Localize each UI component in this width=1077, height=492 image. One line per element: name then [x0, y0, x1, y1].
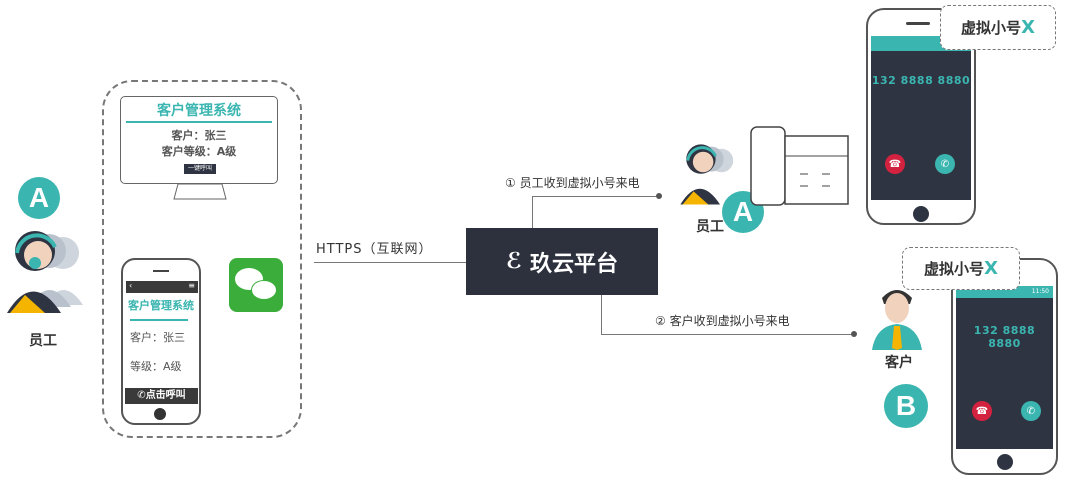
back-icon[interactable]: ‹	[129, 281, 133, 290]
customer-badge: B	[884, 384, 928, 428]
mobile-nav-bar: ‹≡	[126, 281, 198, 293]
platform-logo-icon: ℰ	[505, 249, 523, 274]
decline-button[interactable]: ☎	[885, 154, 905, 174]
customer-phone: 11:50 132 8888 8880 ☎ ✆	[951, 258, 1058, 475]
mobile-phone-crm: ‹≡ 客户管理系统 客户：张三 等级：A级 ✆点击呼叫	[121, 258, 201, 425]
agent-headset-icon	[680, 144, 734, 205]
one-click-call-button[interactable]: 一键呼叫	[184, 164, 216, 174]
employee-label: 员工	[29, 333, 57, 349]
customer-avatar-icon	[872, 290, 922, 350]
incoming-number-customer: 132 8888 8880	[973, 324, 1036, 350]
customer-label: 客户	[885, 355, 913, 371]
monitor-stand	[173, 183, 227, 200]
wechat-icon	[229, 258, 283, 312]
mobile-crm-level: 等级：A级	[130, 360, 182, 373]
incoming-number: 132 8888 8880	[871, 74, 971, 87]
crm-level: 客户等级：A级	[161, 145, 237, 158]
employee-badge: A	[18, 177, 60, 219]
desktop-monitor: 客户管理系统 客户：张三 客户等级：A级 一键呼叫	[120, 96, 278, 184]
flow-2-connector	[601, 334, 855, 335]
https-connector	[314, 262, 466, 263]
flow-1-connector	[532, 196, 660, 197]
https-label: HTTPS（互联网）	[316, 242, 433, 257]
crm-title: 客户管理系统	[157, 103, 241, 119]
mobile-crm-customer: 客户：张三	[130, 331, 185, 344]
agent-label: 员工	[696, 219, 724, 235]
client-apps-group	[102, 80, 302, 438]
desk-phone-icon	[750, 126, 849, 206]
answer-button-customer[interactable]: ✆	[1021, 401, 1041, 421]
decline-button-customer[interactable]: ☎	[972, 401, 992, 421]
crm-customer: 客户：张三	[171, 129, 227, 142]
employee-phone: 132 8888 8880 ☎ ✆	[866, 8, 976, 225]
menu-icon[interactable]: ≡	[188, 281, 195, 290]
flow-1-label: ① 员工收到虚拟小号来电	[505, 176, 640, 190]
flow-2-label: ② 客户收到虚拟小号来电	[655, 314, 790, 328]
platform-name: 玖云平台	[530, 251, 619, 277]
crm-title-underline	[126, 121, 272, 123]
platform-box: ℰ 玖云平台	[466, 228, 658, 295]
mobile-crm-title: 客户管理系统	[128, 299, 194, 312]
answer-button[interactable]: ✆	[935, 154, 955, 174]
phone-icon: ✆	[137, 390, 146, 401]
employee-headset-icon	[7, 231, 83, 313]
mobile-call-button[interactable]: ✆点击呼叫	[125, 388, 198, 404]
